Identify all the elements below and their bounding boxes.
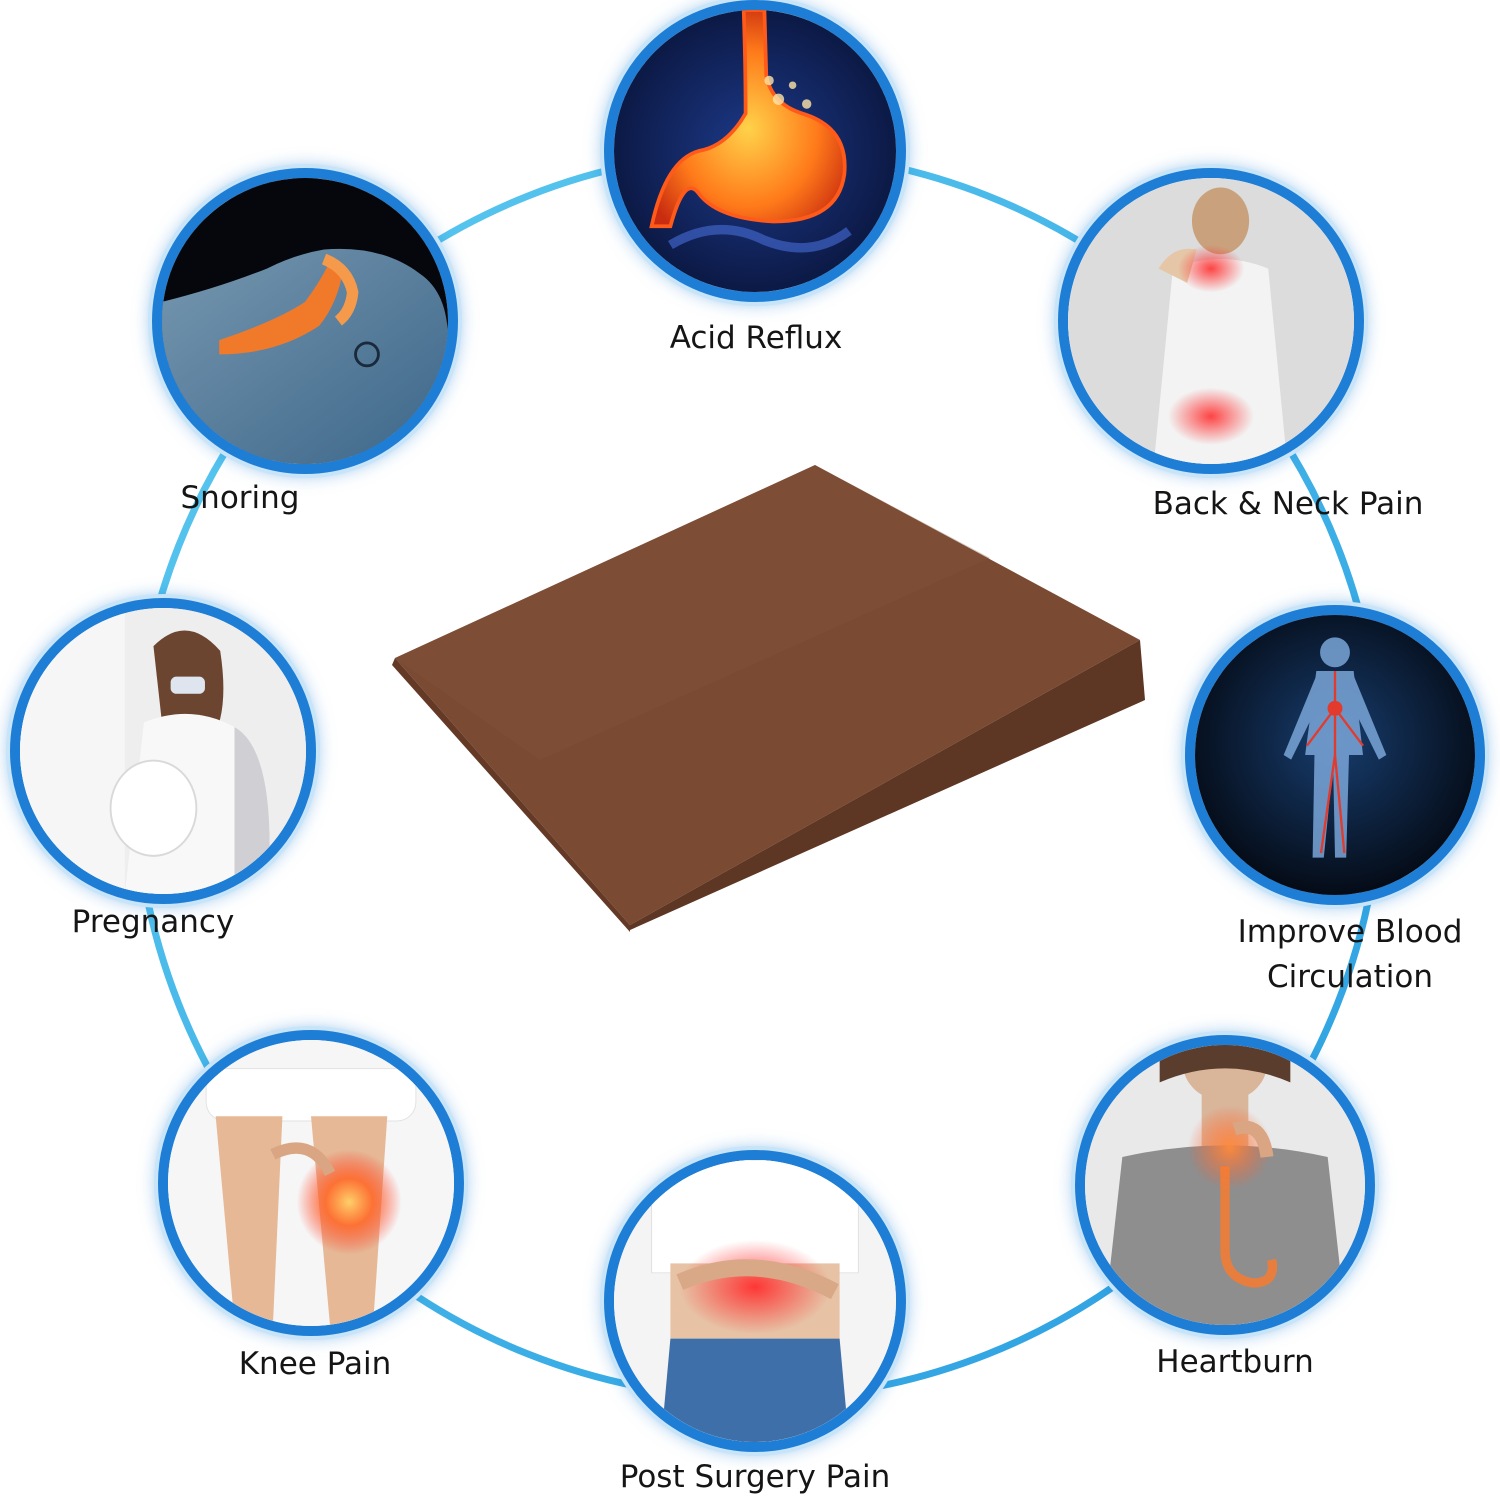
knee-icon	[168, 1040, 454, 1326]
blood-circulation-label: Improve Blood Circulation	[1215, 910, 1485, 1000]
pregnancy-label: Pregnancy	[71, 904, 235, 940]
knee-pain-badge	[158, 1030, 464, 1336]
post-surgery-pain-label: Post Surgery Pain	[619, 1459, 891, 1495]
abdomen-icon	[614, 1160, 896, 1442]
throat-icon	[1085, 1045, 1365, 1325]
post-surgery-pain-badge	[604, 1150, 906, 1452]
acid-reflux-badge	[604, 0, 906, 302]
wedge-cushion-image	[392, 465, 1145, 932]
back-neck-pain-badge	[1058, 168, 1364, 474]
airway-icon	[162, 178, 448, 464]
blood-circulation-label-line1: Improve Blood	[1237, 914, 1463, 950]
acid-reflux-label: Acid Reflux	[669, 320, 843, 356]
knee-pain-label: Knee Pain	[238, 1346, 392, 1382]
blood-circulation-label-line2: Circulation	[1266, 958, 1433, 995]
blood-circulation-badge	[1185, 605, 1485, 905]
heartburn-badge	[1075, 1035, 1375, 1335]
pregnant-woman-icon	[20, 608, 306, 894]
heartburn-label: Heartburn	[1156, 1344, 1314, 1380]
back-pain-icon	[1068, 178, 1354, 464]
stomach-icon	[614, 10, 896, 292]
snoring-label: Snoring	[180, 480, 300, 516]
pregnancy-badge	[10, 598, 316, 904]
snoring-badge	[152, 168, 458, 474]
circulation-icon	[1195, 615, 1475, 895]
back-neck-pain-label: Back & Neck Pain	[1152, 486, 1424, 522]
